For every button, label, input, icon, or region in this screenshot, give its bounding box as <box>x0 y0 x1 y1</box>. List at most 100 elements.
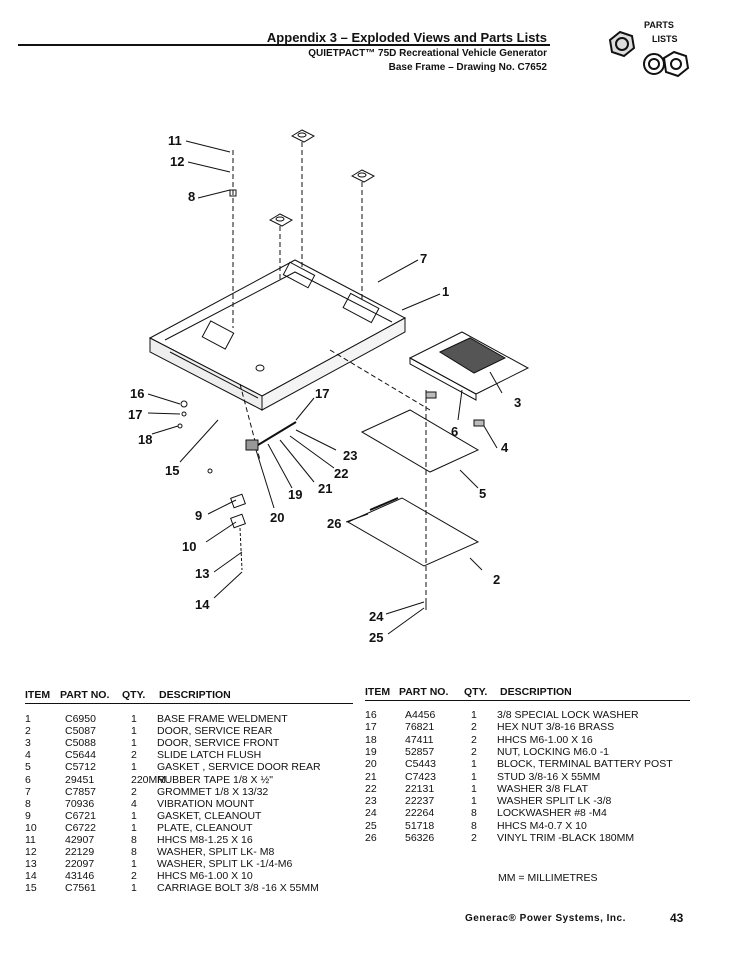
cell-desc: DOOR, SERVICE REAR <box>157 725 273 738</box>
callout-20: 20 <box>270 510 285 525</box>
service-door-rear <box>346 497 480 567</box>
cell-qty: 2 <box>131 870 137 883</box>
cell-desc: DOOR, SERVICE FRONT <box>157 737 280 750</box>
cell-qty: 2 <box>131 749 137 762</box>
cell-desc: STUD 3/8-16 X 55MM <box>497 770 601 783</box>
parts-lists-nut-icon <box>608 30 690 78</box>
cell-part: C5644 <box>65 749 96 762</box>
col-desc-left: DESCRIPTION <box>159 689 231 701</box>
cell-desc: WASHER 3/8 FLAT <box>497 782 589 795</box>
page-title: Appendix 3 – Exploded Views and Parts Li… <box>266 30 547 45</box>
cell-part: C7423 <box>405 770 436 783</box>
vibration-mounts <box>229 129 376 227</box>
callout-15: 15 <box>165 463 180 478</box>
cell-desc: HHCS M6-1.00 X 10 <box>157 870 253 883</box>
cell-item: 23 <box>365 795 377 808</box>
col-desc-right: DESCRIPTION <box>500 686 572 698</box>
cell-qty: 1 <box>131 858 137 871</box>
cell-qty: 1 <box>131 725 137 738</box>
cell-desc: SLIDE LATCH FLUSH <box>157 749 262 762</box>
cell-qty: 1 <box>471 770 477 783</box>
exploded-view-drawing <box>147 129 530 635</box>
cell-part: 43146 <box>65 870 95 883</box>
cell-part: 22129 <box>65 846 95 859</box>
cell-part: A4456 <box>405 709 436 721</box>
cell-item: 24 <box>365 807 377 820</box>
cell-desc: WASHER, SPLIT LK- M8 <box>157 846 275 859</box>
cell-item: 6 <box>25 773 31 786</box>
cell-qty: 1 <box>131 809 137 822</box>
cell-desc: GASKET , SERVICE DOOR REAR <box>157 761 321 774</box>
cell-qty: 8 <box>131 834 137 846</box>
cell-desc: RUBBER TAPE 1/8 X ½" <box>157 773 273 786</box>
callout-18: 18 <box>138 432 153 447</box>
cell-item: 15 <box>25 882 37 895</box>
cell-part: C6722 <box>65 821 96 834</box>
cell-desc: WASHER SPLIT LK -3/8 <box>497 795 612 808</box>
cell-desc: GROMMET 1/8 X 13/32 <box>157 785 269 798</box>
callout-24: 24 <box>369 609 384 624</box>
cell-qty: 1 <box>131 761 137 774</box>
col-qty-right: QTY. <box>464 686 488 698</box>
cell-part: 51718 <box>405 819 435 832</box>
callout-5: 5 <box>479 486 487 501</box>
base-frame-end <box>261 317 406 411</box>
cell-part: 47411 <box>405 733 434 746</box>
cell-item: 13 <box>25 858 37 871</box>
cell-qty: 1 <box>471 709 477 721</box>
cell-qty: 2 <box>471 733 477 746</box>
cell-desc: NUT, LOCKING M6.0 -1 <box>497 745 610 758</box>
cell-qty: 2 <box>131 785 137 798</box>
callout-6: 6 <box>451 424 459 439</box>
cell-item: 18 <box>365 733 377 746</box>
cell-item: 3 <box>25 737 31 750</box>
cell-item: 26 <box>365 832 377 844</box>
callout-11: 11 <box>168 133 182 148</box>
callout-25: 25 <box>369 630 384 645</box>
header-line-left <box>25 703 353 704</box>
cell-qty: 8 <box>471 819 477 832</box>
callout-4: 4 <box>501 440 509 455</box>
cell-desc: VINYL TRIM -BLACK 180MM <box>497 832 635 844</box>
cell-desc: HEX NUT 3/8-16 BRASS <box>497 721 615 734</box>
cell-item: 7 <box>25 785 31 798</box>
cell-item: 11 <box>25 834 36 846</box>
cell-item: 2 <box>25 725 31 738</box>
callout-21: 21 <box>318 481 333 496</box>
units-note: MM = MILLIMETRES <box>498 872 598 884</box>
cell-item: 19 <box>365 745 377 758</box>
cell-part: C7561 <box>65 882 96 895</box>
header-line-right <box>365 700 690 701</box>
drawing-number: Base Frame – Drawing No. C7652 <box>388 62 547 73</box>
col-item-right: ITEM <box>365 686 391 698</box>
cell-desc: PLATE, CLEANOUT <box>157 821 253 834</box>
cell-part: C7857 <box>65 785 96 798</box>
cell-qty: 1 <box>471 758 477 771</box>
cell-qty: 2 <box>471 745 477 758</box>
callout-17-left: 17 <box>128 407 143 422</box>
callout-1: 1 <box>442 284 450 299</box>
badge-parts-label: PARTS <box>644 20 674 30</box>
callout-17-right: 17 <box>315 386 330 401</box>
callout-23: 23 <box>343 448 358 463</box>
cell-desc: WASHER, SPLIT LK -1/4-M6 <box>157 858 293 871</box>
cell-part: C6950 <box>65 713 96 725</box>
product-subtitle: QUIETPACT™ 75D Recreational Vehicle Gene… <box>308 48 547 59</box>
callout-14: 14 <box>195 597 210 612</box>
cell-part: 22264 <box>405 807 435 820</box>
cell-item: 20 <box>365 758 377 771</box>
cell-part: C6721 <box>65 809 96 822</box>
cell-item: 22 <box>365 782 377 795</box>
cell-part: C5087 <box>65 725 96 738</box>
cell-desc: HHCS M8-1.25 X 16 <box>157 834 253 846</box>
cell-qty: 8 <box>471 807 477 820</box>
cell-part: 22237 <box>405 795 435 808</box>
callout-19: 19 <box>288 487 303 502</box>
cell-desc: HHCS M4-0.7 X 10 <box>497 819 587 832</box>
cell-desc: CARRIAGE BOLT 3/8 -16 X 55MM <box>157 882 319 895</box>
cell-item: 8 <box>25 797 31 810</box>
cell-qty: 1 <box>131 882 137 895</box>
callout-13: 13 <box>195 566 210 581</box>
cell-desc: BASE FRAME WELDMENT <box>157 713 288 725</box>
cell-part: 22131 <box>405 782 435 795</box>
